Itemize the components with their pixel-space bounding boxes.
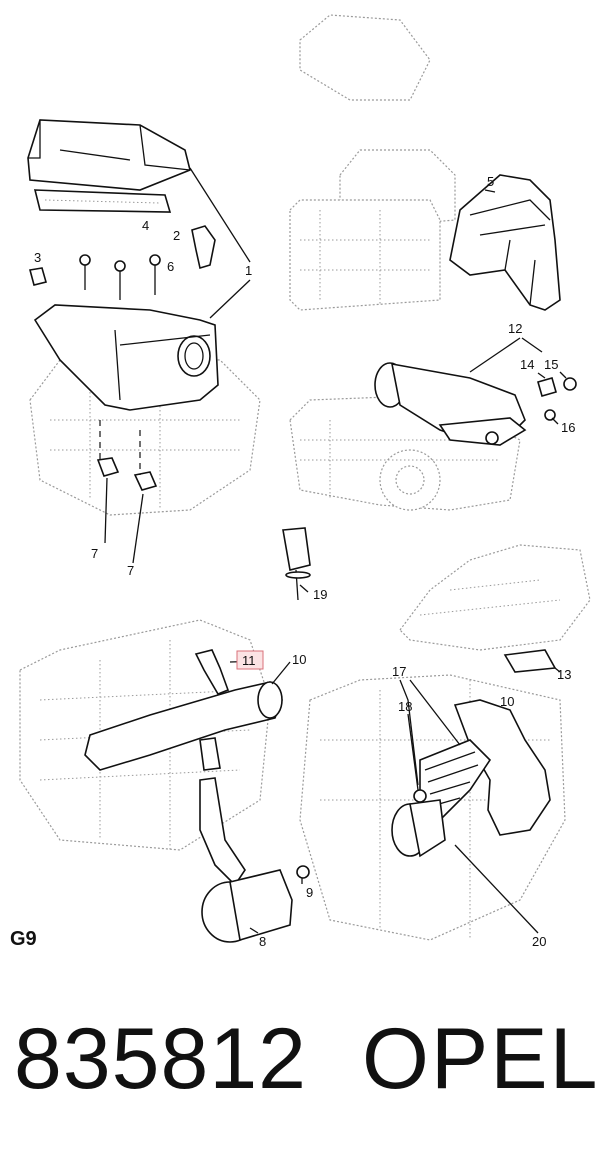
callout-15: 15 bbox=[544, 357, 558, 372]
callout-13: 13 bbox=[557, 667, 571, 682]
part-7-mounts bbox=[96, 420, 158, 491]
callout-2: 2 bbox=[173, 228, 180, 243]
part-15-nut bbox=[563, 377, 577, 391]
exploded-parts-diagram: 1 2 3 4 5 6 7 7 8 9 10 10 11 12 13 14 15… bbox=[19, 14, 591, 949]
callout-1: 1 bbox=[245, 263, 252, 278]
part-1-air-cleaner-housing bbox=[33, 304, 219, 411]
callout-8: 8 bbox=[259, 934, 266, 949]
callout-11: 11 bbox=[242, 653, 256, 668]
part-5-airbox-duct bbox=[449, 174, 561, 311]
callout-7b: 7 bbox=[127, 563, 134, 578]
callout-17: 17 bbox=[392, 664, 406, 679]
part-10-duct-right bbox=[453, 699, 551, 836]
part-12-intake-pipe bbox=[374, 362, 527, 446]
callout-19: 19 bbox=[313, 587, 327, 602]
part-18-clamp bbox=[413, 789, 427, 803]
callout-10b: 10 bbox=[500, 694, 514, 709]
callout-5: 5 bbox=[487, 174, 494, 189]
part-6-screws bbox=[79, 254, 161, 300]
ghost-body-right bbox=[399, 544, 591, 651]
callout-4: 4 bbox=[142, 218, 149, 233]
part-19-sensor bbox=[282, 527, 311, 601]
callout-14: 14 bbox=[520, 357, 534, 372]
leader-lines bbox=[104, 167, 567, 934]
callout-16: 16 bbox=[561, 420, 575, 435]
part-16-screw bbox=[544, 409, 556, 421]
part-8-resonator bbox=[199, 777, 293, 943]
part-13-gasket bbox=[503, 649, 557, 673]
part-1-air-cleaner-lid bbox=[27, 119, 191, 191]
part-10-air-duct bbox=[84, 681, 283, 771]
callouts: 1 2 3 4 5 6 7 7 8 9 10 10 11 12 13 14 15… bbox=[34, 174, 575, 949]
brand-name: OPEL bbox=[362, 1011, 600, 1107]
part-3-clip bbox=[29, 267, 47, 286]
part-4-filter-element bbox=[33, 189, 172, 213]
callout-6: 6 bbox=[167, 259, 174, 274]
highlight-box-11 bbox=[236, 650, 264, 670]
part-9-nut bbox=[296, 865, 310, 879]
callout-3: 3 bbox=[34, 250, 41, 265]
part-11-bracket bbox=[194, 649, 230, 695]
part-number: 835812 bbox=[14, 1011, 307, 1107]
callout-9: 9 bbox=[306, 885, 313, 900]
part-2-clip bbox=[191, 225, 216, 270]
callout-10a: 10 bbox=[292, 652, 306, 667]
callout-12: 12 bbox=[508, 321, 522, 336]
callout-7a: 7 bbox=[91, 546, 98, 561]
part-14-grommet bbox=[537, 377, 557, 397]
callout-18: 18 bbox=[398, 699, 412, 714]
diagram-group-code: G9 bbox=[10, 928, 37, 950]
footer-caption: 835812 OPEL bbox=[0, 1010, 600, 1120]
callout-20: 20 bbox=[532, 934, 546, 949]
part-20-airflow-meter bbox=[391, 799, 446, 858]
